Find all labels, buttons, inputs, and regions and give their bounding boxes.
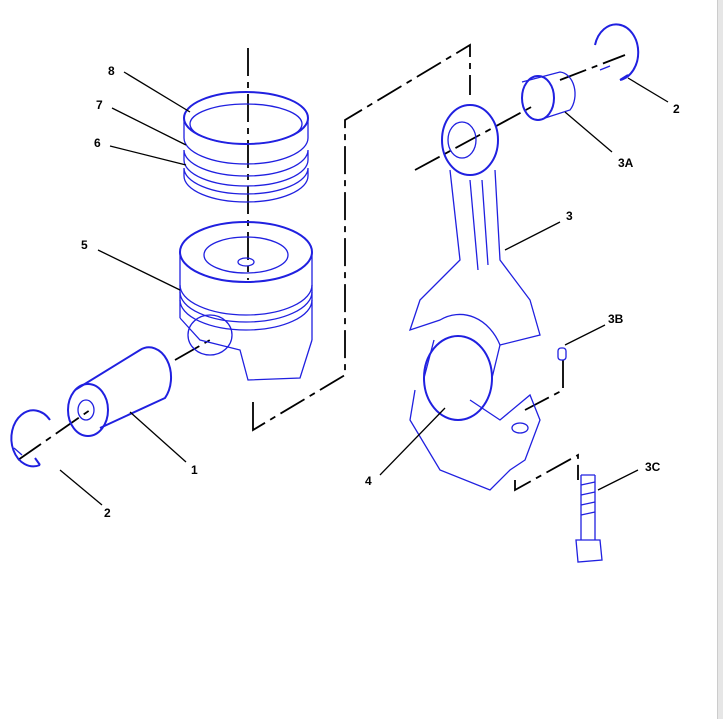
retaining-ring-right bbox=[594, 23, 640, 81]
callout-1: 1 bbox=[191, 463, 198, 477]
piston-pin bbox=[67, 346, 173, 437]
callout-3: 3 bbox=[566, 209, 573, 223]
callout-4: 4 bbox=[365, 474, 372, 488]
callout-2-right: 2 bbox=[673, 102, 680, 116]
bolt bbox=[575, 474, 603, 563]
callout-6: 6 bbox=[94, 136, 101, 150]
callout-5: 5 bbox=[81, 238, 88, 252]
callout-3c: 3C bbox=[645, 460, 661, 474]
callout-3a: 3A bbox=[618, 156, 634, 170]
piston bbox=[179, 221, 313, 381]
piston-rings bbox=[183, 91, 309, 203]
bushing bbox=[521, 71, 576, 121]
vertical-scrollbar[interactable] bbox=[717, 0, 723, 719]
dowel bbox=[557, 347, 567, 361]
callout-8: 8 bbox=[108, 64, 115, 78]
callout-2-left: 2 bbox=[104, 506, 111, 520]
bearing-shell bbox=[423, 335, 501, 421]
retaining-ring-left bbox=[10, 409, 51, 468]
callout-7: 7 bbox=[96, 98, 103, 112]
callout-3b: 3B bbox=[608, 312, 624, 326]
leader-lines bbox=[59, 71, 669, 506]
